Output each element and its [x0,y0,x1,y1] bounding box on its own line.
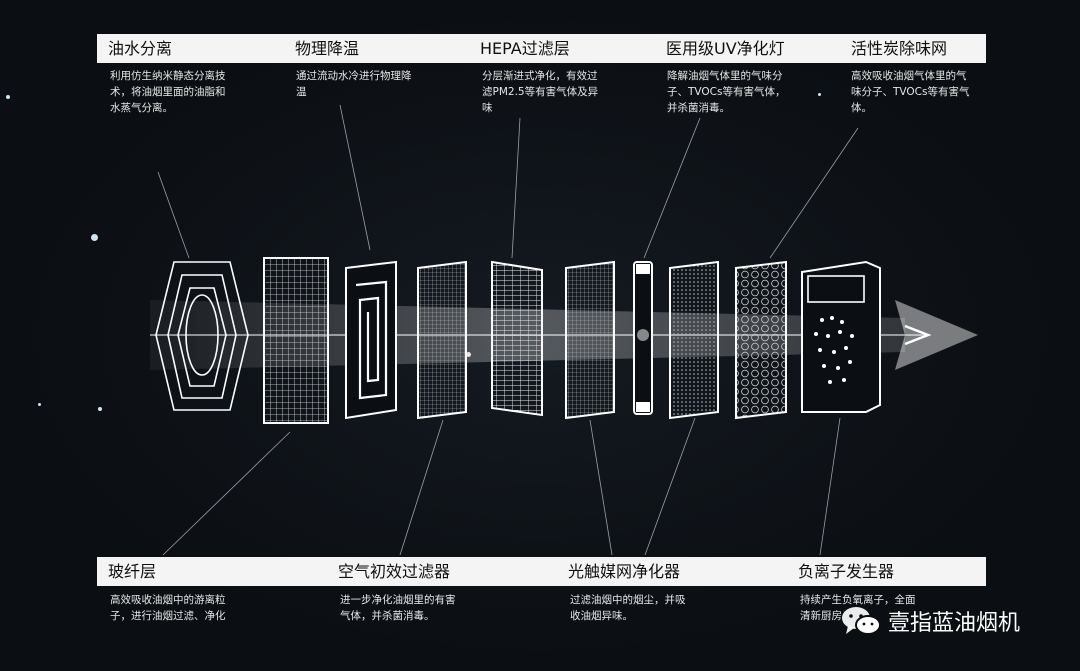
stage-description: 高效吸收油烟中的游离粒 子，进行油烟过滤、净化 [110,594,226,622]
water-cooling-panel-icon [345,260,397,420]
stage-title: HEPA过滤层 [480,39,570,58]
stage-title: 负离子发生器 [798,562,895,581]
bottom-title-bar [97,557,986,586]
stage-description: 持续产生负氧离子，全面 清新厨房 [800,594,916,622]
star-dot [91,234,98,241]
stage-title: 油水分离 [108,39,173,58]
stage-description: 过滤油烟中的烟尘，并吸 收油烟异味。 [570,594,686,622]
stage-description: 利用仿生纳米静态分离技 术，将油烟里面的油脂和 水蒸气分离。 [110,70,226,114]
brand-watermark: 壹指蓝油烟机 [840,604,1020,638]
star-dot [818,93,821,96]
stage-description: 分层渐进式净化，有效过 滤PM2.5等有害气体及异 味 [482,70,599,114]
stage-title: 活性炭除味网 [851,39,948,58]
uv-lamp-icon [633,261,653,415]
top-title-bar [97,34,986,63]
stage-title: 物理降温 [295,39,360,58]
stage-title: 玻纤层 [108,562,157,581]
brand-name: 壹指蓝油烟机 [888,611,1021,636]
hexagon-separator-icon [155,261,249,411]
stage-description: 通过流动水冷进行物理降 温 [296,70,412,98]
wechat-icon [842,607,881,635]
stage-title: 医用级UV净化灯 [666,39,785,58]
stage-title: 光触媒网净化器 [568,562,681,581]
star-dot [6,95,10,99]
negative-ion-generator-icon [801,260,881,413]
star-dot [38,403,41,406]
stage-description: 高效吸收油烟气体里的气 味分子、TVOCs等有害气 体。 [851,70,970,114]
stage-title: 空气初效过滤器 [338,562,451,581]
stage-description: 降解油烟气体里的气味分 子、TVOCs等有害气体， 并杀菌消毒。 [667,70,786,114]
stage-description: 进一步净化油烟里的有害 气体，并杀菌消毒。 [340,594,456,622]
star-dot [98,407,102,411]
